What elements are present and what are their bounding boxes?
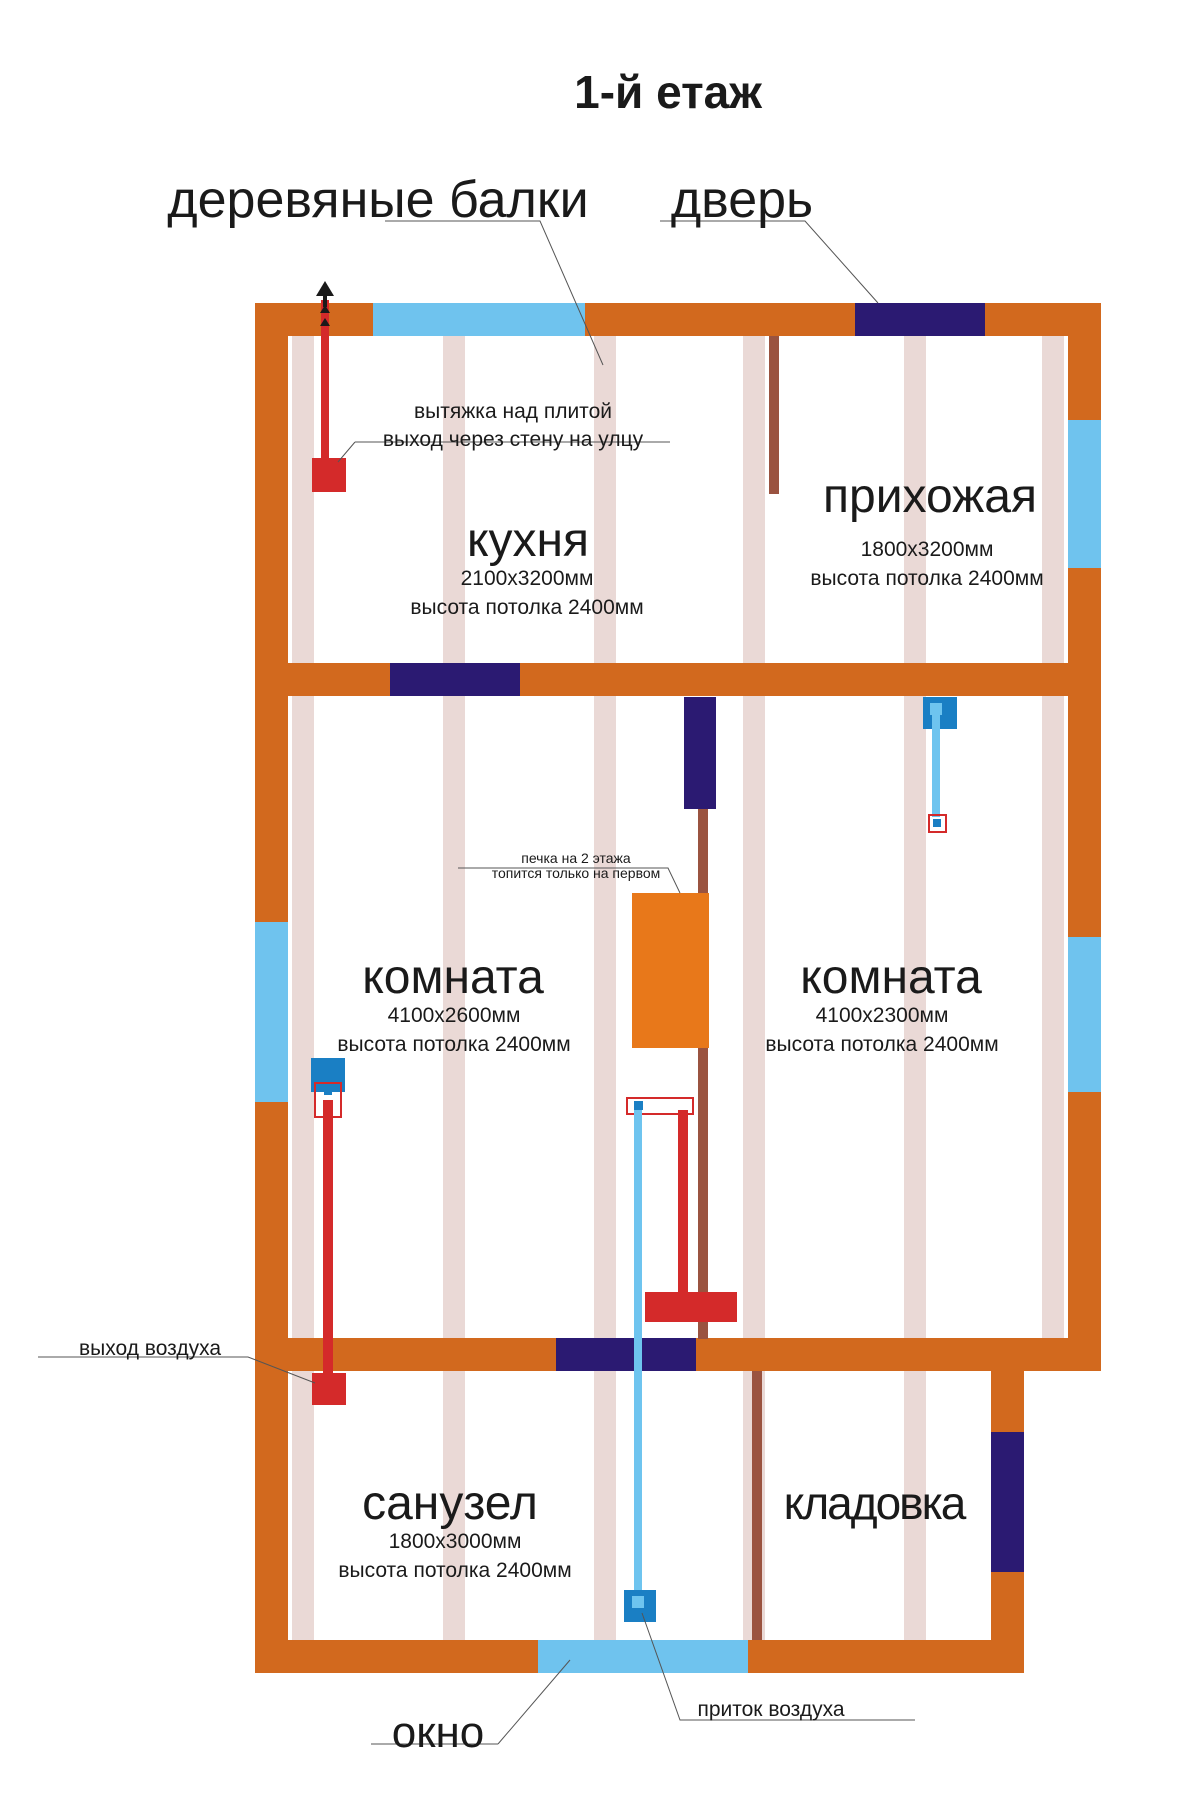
- beam: [1042, 330, 1064, 1340]
- room-size-hall: 1800x3200мм: [861, 538, 994, 561]
- exhaust-duct: [321, 300, 329, 465]
- room-height-left: высота потолка 2400мм: [337, 1033, 570, 1056]
- leader-air-in: [641, 1612, 915, 1721]
- window-bathroom: [538, 1640, 748, 1673]
- room-size-right: 4100x2300мм: [816, 1004, 949, 1027]
- partition-storage: [752, 1371, 762, 1640]
- exhaust-vent: [312, 458, 346, 492]
- supply-right-room: [923, 697, 957, 833]
- label-beams: деревяные балки: [167, 171, 588, 229]
- exhaust-duct: [678, 1110, 688, 1295]
- leader-air-out: [38, 1356, 316, 1384]
- label-window: окно: [392, 1708, 485, 1757]
- label-air-out: выход воздуха: [79, 1337, 221, 1360]
- label-hood-line1: вытяжка над плитой: [414, 400, 612, 423]
- door-kitchen: [390, 663, 520, 696]
- windows: [255, 303, 1101, 1673]
- label-stove-line2: топится только на первом: [492, 865, 661, 881]
- leader-window: [497, 1659, 571, 1745]
- room-height-hall: высота потолка 2400мм: [810, 567, 1043, 590]
- label-air-in: приток воздуха: [697, 1698, 844, 1721]
- vent-point: [324, 1087, 332, 1095]
- label-hood-line2: выход через стену на улцу: [383, 428, 644, 451]
- exhaust-duct: [323, 1100, 333, 1385]
- beam: [743, 330, 765, 1645]
- room-size-kitchen: 2100x3200мм: [461, 567, 594, 590]
- exhaust-vent: [645, 1292, 737, 1322]
- arrow-shaft: [323, 295, 327, 307]
- room-name-kitchen: кухня: [467, 514, 589, 567]
- stove: [632, 893, 709, 1048]
- leader-door: [660, 220, 879, 304]
- arrow-up-icon: [320, 318, 330, 326]
- window-hall: [1068, 420, 1101, 568]
- leader-beams: [385, 220, 604, 366]
- leader-stove: [458, 867, 681, 894]
- window-room-left: [255, 922, 288, 1102]
- stove-ducts: [624, 1097, 737, 1622]
- window-kitchen: [373, 303, 585, 336]
- label-stove-line1: печка на 2 этажа: [521, 850, 631, 866]
- leader-lines: [38, 220, 915, 1745]
- room-size-bathroom: 1800x3000мм: [389, 1530, 522, 1553]
- exhaust-left-room: [311, 1058, 346, 1405]
- exhaust-vent: [312, 1373, 346, 1405]
- door-storage: [991, 1432, 1024, 1572]
- door-room-right: [684, 697, 716, 809]
- vent-frame: [928, 814, 947, 833]
- supply-vent: [311, 1058, 345, 1092]
- beam: [443, 330, 465, 1645]
- room-height-right: высота потолка 2400мм: [765, 1033, 998, 1056]
- room-name-right: комната: [800, 951, 982, 1004]
- partitions: [698, 336, 779, 1640]
- window-room-right: [1068, 937, 1101, 1092]
- vent-point: [634, 1101, 643, 1110]
- doors: [390, 303, 1024, 1572]
- partition-rooms: [698, 809, 708, 1339]
- vent-point: [933, 819, 941, 827]
- label-door: дверь: [671, 171, 813, 229]
- beam: [292, 330, 314, 1645]
- supply-duct: [932, 715, 940, 817]
- partition-kitchen-hall: [769, 336, 779, 494]
- room-height-kitchen: высота потолка 2400мм: [410, 596, 643, 619]
- supply-duct: [634, 1110, 642, 1595]
- room-height-bathroom: высота потолка 2400мм: [338, 1559, 571, 1582]
- room-name-bathroom: санузел: [362, 1477, 538, 1530]
- room-name-left: комната: [362, 951, 544, 1004]
- room-name-storage: кладовка: [784, 1477, 967, 1529]
- room-size-left: 4100x2600мм: [388, 1004, 521, 1027]
- arrow-up-icon: [316, 281, 334, 296]
- arrow-up-icon: [320, 305, 330, 313]
- wall-kitchen-rooms: [255, 663, 1101, 696]
- supply-vent-inner: [632, 1596, 644, 1608]
- door-entrance: [855, 303, 985, 336]
- wooden-beams: [292, 330, 1064, 1645]
- supply-vent-inner: [930, 703, 942, 715]
- leader-hood-tip: [337, 441, 356, 463]
- beam: [594, 330, 616, 1645]
- vent-frame: [626, 1097, 694, 1115]
- door-bathroom: [556, 1338, 696, 1371]
- page-title: 1-й етаж: [574, 66, 762, 118]
- room-name-hall: прихожая: [823, 470, 1037, 523]
- hood-exhaust: [312, 281, 346, 492]
- beam: [904, 330, 926, 1645]
